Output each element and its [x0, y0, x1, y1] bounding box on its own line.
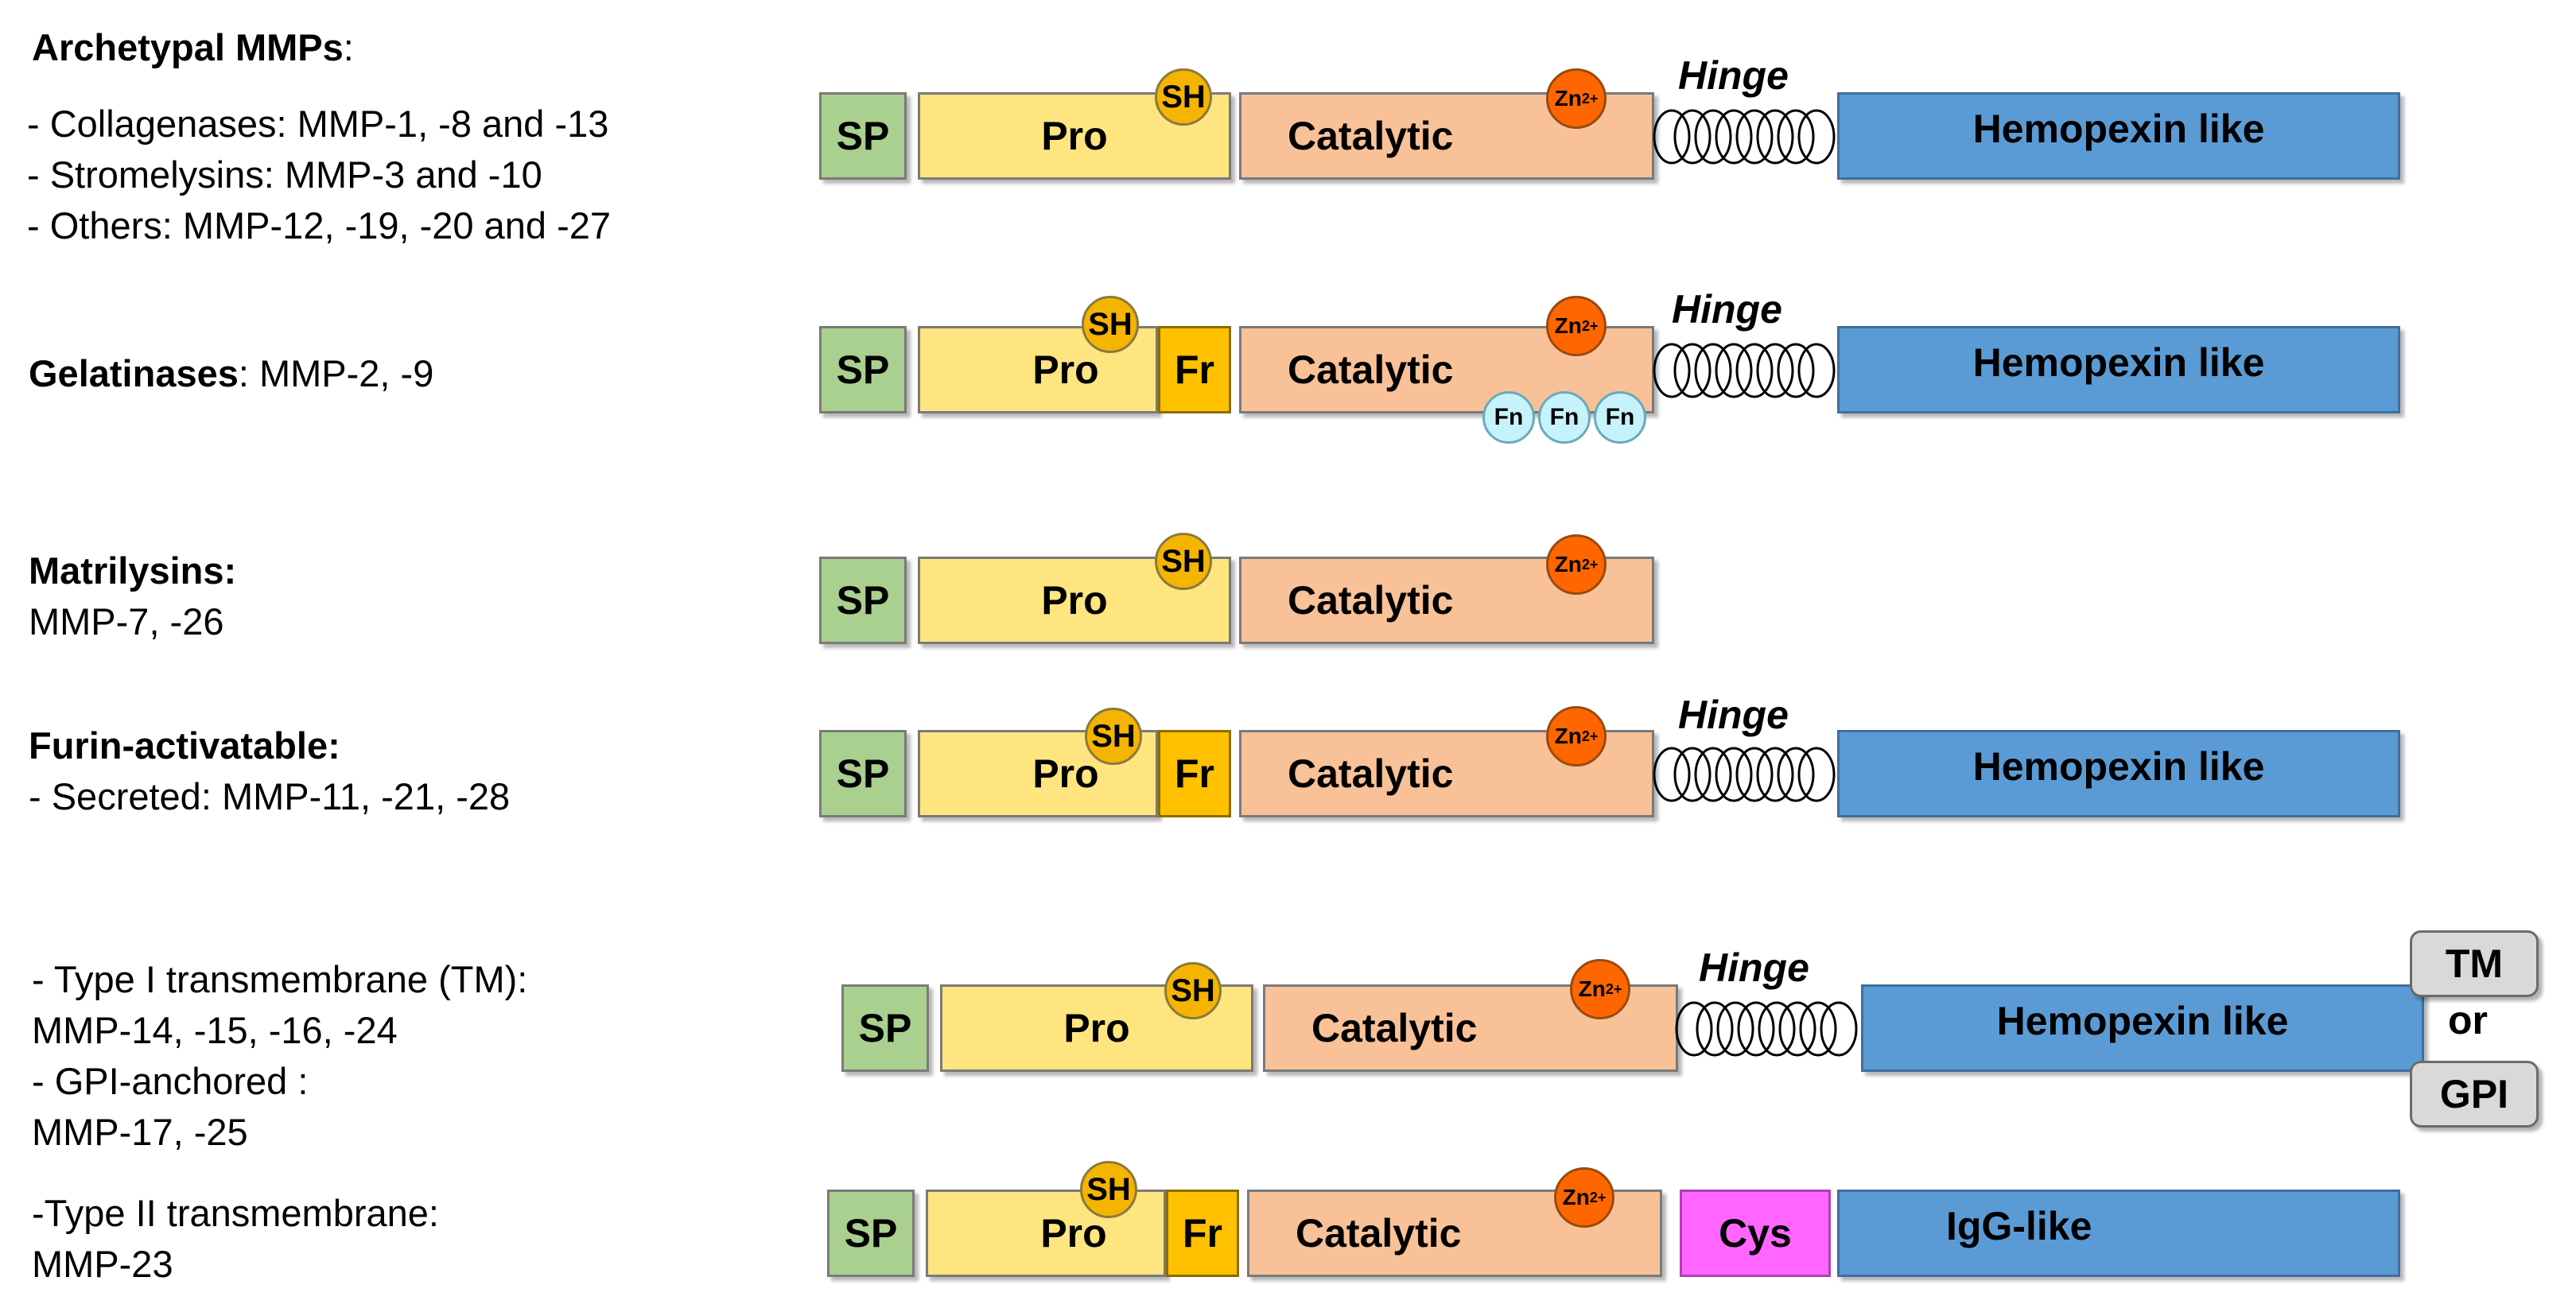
sp-domain: SP — [827, 1190, 915, 1277]
hinge-label: Hinge — [1678, 693, 1789, 737]
hinge-label: Hinge — [1678, 53, 1789, 98]
sh-thiol-badge: SH — [1082, 296, 1139, 353]
fibronectin-repeat-2: Fn — [1538, 391, 1591, 444]
zinc-charge: 2+ — [1581, 556, 1599, 573]
hemopexin-domain: Hemopexin like — [1837, 326, 2400, 413]
furin-members: - Secreted: MMP-11, -21, -28 — [29, 775, 511, 817]
hinge-coil — [1675, 1001, 1858, 1057]
gpi-anchor: GPI — [2410, 1061, 2539, 1128]
sh-thiol-badge: SH — [1155, 533, 1212, 590]
sp-domain: SP — [819, 92, 907, 180]
furin-title-text: Furin-activatable: — [29, 724, 340, 767]
zinc-symbol: Zn — [1554, 313, 1582, 338]
zinc-symbol: Zn — [1554, 86, 1582, 111]
sp-domain: SP — [841, 984, 929, 1072]
hinge-coil — [1653, 747, 1836, 802]
igg-like-domain: IgG-like — [1837, 1190, 2400, 1277]
furin-site-domain: Fr — [1158, 730, 1231, 817]
transmembrane-anchor: TM — [2410, 930, 2539, 997]
fibronectin-repeat-3: Fn — [1594, 391, 1646, 444]
sp-domain: SP — [819, 730, 907, 817]
sh-thiol-badge: SH — [1155, 68, 1212, 126]
fibronectin-repeat-1: Fn — [1482, 391, 1535, 444]
hinge-label: Hinge — [1699, 945, 1809, 990]
membrane-line-gpi-members: MMP-17, -25 — [32, 1111, 248, 1153]
or-label: or — [2448, 998, 2488, 1042]
membrane-line-tm: - Type I transmembrane (TM): — [32, 958, 528, 1000]
hemopexin-domain: Hemopexin like — [1837, 92, 2400, 180]
archetypal-title: Archetypal MMPs — [32, 26, 344, 68]
catalytic-domain: Catalytic — [1239, 730, 1654, 817]
catalytic-domain: Catalytic — [1239, 557, 1654, 644]
zinc-symbol: Zn — [1562, 1185, 1590, 1209]
matrilysins-title-text: Matrilysins: — [29, 549, 237, 592]
hemopexin-domain: Hemopexin like — [1837, 730, 2400, 817]
zinc-symbol: Zn — [1578, 976, 1606, 1001]
archetypal-label: Archetypal MMPs: — [32, 26, 354, 68]
archetypal-line-collagenases: - Collagenases: MMP-1, -8 and -13 — [27, 103, 609, 145]
zinc-charge: 2+ — [1581, 728, 1599, 744]
zinc-symbol: Zn — [1554, 552, 1582, 576]
hinge-coil — [1653, 109, 1836, 165]
sp-domain: SP — [819, 557, 907, 644]
membrane-line-gpi: - GPI-anchored : — [32, 1060, 309, 1102]
zinc-symbol: Zn — [1554, 724, 1582, 748]
hinge-label: Hinge — [1672, 287, 1782, 332]
furin-site-domain: Fr — [1166, 1190, 1239, 1277]
matrilysins-title: Matrilysins: — [29, 545, 236, 596]
hinge-coil — [1653, 343, 1836, 398]
membrane-line-tm-members: MMP-14, -15, -16, -24 — [32, 1009, 398, 1051]
type2-line-members: MMP-23 — [32, 1243, 173, 1285]
furin-site-domain: Fr — [1158, 326, 1231, 413]
gelatinases-label: Gelatinases: MMP-2, -9 — [29, 348, 433, 399]
zinc-charge: 2+ — [1605, 980, 1622, 997]
sh-thiol-badge: SH — [1080, 1161, 1137, 1218]
archetypal-line-stromelysins: - Stromelysins: MMP-3 and -10 — [27, 153, 542, 196]
type2-line-title: -Type II transmembrane: — [32, 1192, 439, 1234]
zinc-charge: 2+ — [1589, 1189, 1607, 1205]
gelatinases-title: Gelatinases — [29, 352, 239, 394]
gelatinases-members: : MMP-2, -9 — [238, 352, 434, 394]
matrilysins-members: MMP-7, -26 — [29, 600, 224, 642]
archetypal-line-others: - Others: MMP-12, -19, -20 and -27 — [27, 204, 612, 246]
zinc-charge: 2+ — [1581, 90, 1599, 107]
hemopexin-domain: Hemopexin like — [1861, 984, 2424, 1072]
sp-domain: SP — [819, 326, 907, 413]
pro-domain: Pro — [918, 92, 1231, 180]
sh-thiol-badge: SH — [1164, 962, 1222, 1019]
cysteine-array-domain: Cys — [1680, 1190, 1831, 1277]
zinc-charge: 2+ — [1581, 317, 1599, 334]
furin-title: Furin-activatable: — [29, 720, 340, 771]
sh-thiol-badge: SH — [1085, 708, 1142, 765]
